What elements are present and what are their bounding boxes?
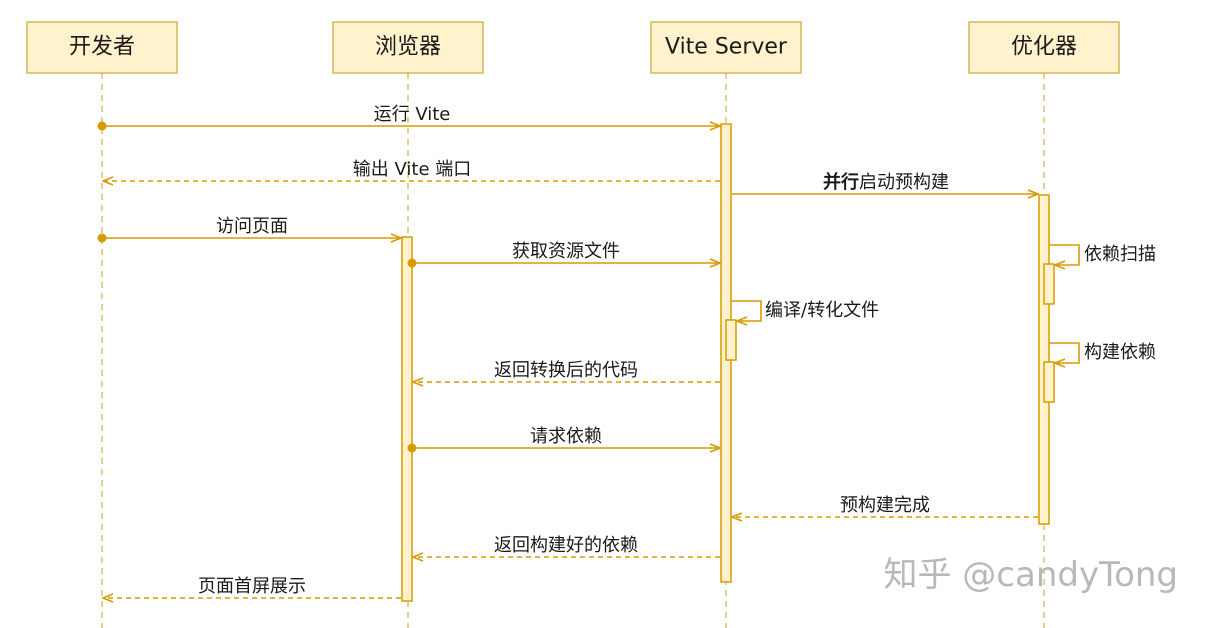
participant-browser-label: 浏览器	[375, 35, 441, 60]
message-return-code: 返回转换后的代码	[413, 360, 720, 382]
message-return-code-label: 返回转换后的代码	[494, 360, 638, 381]
participant-optimizer: 优化器	[968, 21, 1120, 74]
self-message-build-deps: 构建依赖	[1049, 342, 1156, 363]
message-run-vite-label: 运行 Vite	[374, 104, 451, 125]
message-fetch-resources-label: 获取资源文件	[512, 241, 620, 262]
message-fetch-resources: 获取资源文件	[407, 241, 721, 268]
message-prebuild-done-label: 预构建完成	[840, 495, 930, 516]
message-run-vite: 运行 Vite	[97, 104, 721, 131]
participant-vite: Vite Server	[650, 21, 802, 74]
self-message-dep-scan-label: 依赖扫描	[1084, 244, 1156, 265]
message-output-port: 输出 Vite 端口	[103, 159, 720, 181]
message-parallel-prebuild-label: 并行启动预构建	[823, 171, 949, 193]
activation-vite-compile	[725, 319, 737, 361]
activation-browser	[401, 236, 413, 602]
participant-dev-label: 开发者	[69, 35, 135, 60]
message-parallel-prebuild-rest: 启动预构建	[859, 172, 949, 193]
message-parallel-prebuild-bold: 并行	[823, 171, 859, 193]
participant-browser: 浏览器	[332, 21, 484, 74]
message-visit-page: 访问页面	[97, 216, 402, 243]
self-message-dep-scan: 依赖扫描	[1049, 244, 1156, 265]
message-request-deps-label: 请求依赖	[530, 426, 602, 447]
message-prebuild-done: 预构建完成	[732, 495, 1038, 517]
watermark: 知乎 @candyTong	[883, 555, 1178, 595]
self-message-compile-transform-label: 编译/转化文件	[765, 300, 879, 321]
message-return-deps: 返回构建好的依赖	[413, 535, 720, 557]
participant-optimizer-label: 优化器	[1011, 35, 1077, 60]
message-first-screen: 页面首屏展示	[103, 576, 401, 598]
self-message-compile-transform: 编译/转化文件	[731, 300, 879, 321]
message-request-deps: 请求依赖	[407, 426, 721, 453]
activation-optimizer-scan	[1043, 263, 1055, 305]
message-visit-page-label: 访问页面	[216, 216, 288, 237]
participant-dev: 开发者	[26, 21, 178, 74]
message-parallel-prebuild: 并行启动预构建	[732, 171, 1038, 194]
message-first-screen-label: 页面首屏展示	[198, 576, 306, 597]
self-message-build-deps-label: 构建依赖	[1084, 342, 1156, 363]
activation-optimizer-build	[1043, 361, 1055, 403]
message-output-port-label: 输出 Vite 端口	[353, 159, 472, 180]
message-return-deps-label: 返回构建好的依赖	[494, 535, 638, 556]
participant-vite-label: Vite Server	[665, 35, 788, 60]
activation-optimizer	[1038, 194, 1050, 525]
